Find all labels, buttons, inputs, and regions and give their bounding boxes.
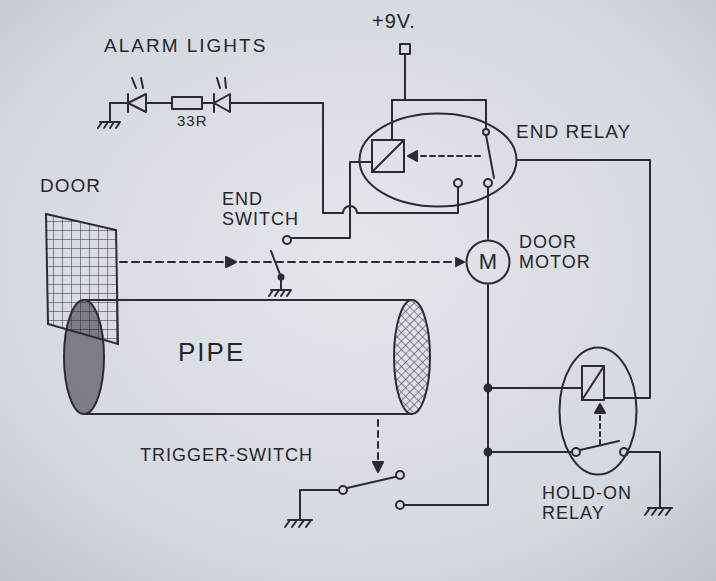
pipe-drawing	[64, 300, 430, 414]
end-relay-symbol	[486, 135, 494, 178]
pipe-body	[84, 300, 412, 414]
end-relay-symbol	[408, 151, 417, 161]
motor-label: DOOR MOTOR	[519, 233, 611, 273]
trigger-switch-symbol	[377, 420, 379, 462]
alarm-light-circuit	[132, 78, 143, 88]
relay-outline	[360, 114, 517, 207]
alarm-light-circuit	[214, 94, 230, 112]
motor-letter: M	[465, 239, 511, 285]
end-switch-symbol	[269, 277, 291, 296]
hold-on-relay-symbol	[561, 388, 637, 398]
hold-on-relay-symbol	[582, 366, 604, 400]
relay-outline	[560, 348, 637, 475]
door-panel	[46, 214, 118, 344]
door-panel: DOOR	[44, 212, 120, 346]
hold-on-relay-symbol	[488, 451, 572, 453]
pipe-opening	[64, 300, 104, 414]
relay-outline	[358, 112, 518, 208]
alarm-light-circuit	[217, 78, 226, 88]
alarm-light-circuit	[98, 122, 120, 128]
trigger-switch-symbol	[347, 477, 395, 488]
supply-voltage: +9V.	[372, 10, 416, 32]
end-switch-symbol	[271, 251, 281, 277]
trigger-switch-symbol	[285, 388, 488, 527]
push-arrow	[120, 261, 465, 263]
resistor-value: 33R	[177, 113, 208, 130]
end-switch-symbol	[283, 236, 291, 244]
door-panel	[44, 212, 120, 346]
trigger-switch-symbol	[300, 490, 339, 520]
pipe-label: PIPE	[178, 338, 245, 367]
end-switch-symbol	[226, 236, 291, 296]
connector-layer	[120, 160, 650, 398]
trigger-switch-symbol	[285, 520, 312, 527]
alarm-light-circuit	[230, 103, 458, 213]
circuit-title: ALARM LIGHTS	[104, 36, 267, 57]
relay-outline: HOLD-ON RELAY	[558, 346, 638, 476]
hold-on-relay-symbol	[595, 404, 605, 413]
end-relay-symbol	[400, 44, 410, 54]
relay-outline: END RELAY	[358, 112, 518, 208]
alarm-light-circuit	[172, 97, 202, 109]
alarm-light-circuit	[202, 102, 214, 104]
end-relay-symbol	[291, 162, 372, 238]
hold-on-relay-symbol	[599, 414, 601, 444]
alarm-light-circuit	[110, 103, 128, 122]
end-relay-symbol	[372, 100, 404, 172]
end-relay-symbol	[454, 179, 462, 187]
hold-on-relay-symbol	[628, 452, 672, 515]
relay-label: END RELAY	[516, 122, 631, 143]
hold-on-relay-symbol	[572, 448, 580, 456]
end-relay-symbol	[416, 155, 480, 157]
alarm-light-circuit	[128, 94, 146, 112]
end-relay-symbol	[291, 44, 494, 238]
switch-label: TRIGGER-SWITCH	[140, 446, 313, 466]
relay-outline	[360, 114, 517, 207]
trigger-switch-symbol	[339, 486, 347, 494]
end-relay-symbol	[484, 179, 492, 187]
hold-on-relay-symbol	[582, 366, 604, 400]
relay-outline	[558, 346, 638, 476]
alarm-light-circuit	[146, 102, 172, 104]
door-label: DOOR	[40, 176, 101, 197]
door-grid	[46, 214, 118, 344]
trigger-switch-symbol	[396, 471, 404, 479]
motor-symbol: MDOOR MOTOR	[465, 239, 511, 285]
relay-label: HOLD-ON RELAY	[542, 484, 646, 524]
wire	[488, 285, 561, 388]
trigger-switch-symbol	[373, 462, 383, 472]
wire	[487, 197, 489, 239]
switch-label: END SWITCH	[222, 190, 318, 230]
pipe-screen	[394, 300, 430, 414]
trigger-switch-symbol	[396, 501, 404, 509]
circuit-wiring	[98, 44, 672, 527]
relay-outline	[560, 348, 637, 475]
wire	[518, 160, 650, 398]
